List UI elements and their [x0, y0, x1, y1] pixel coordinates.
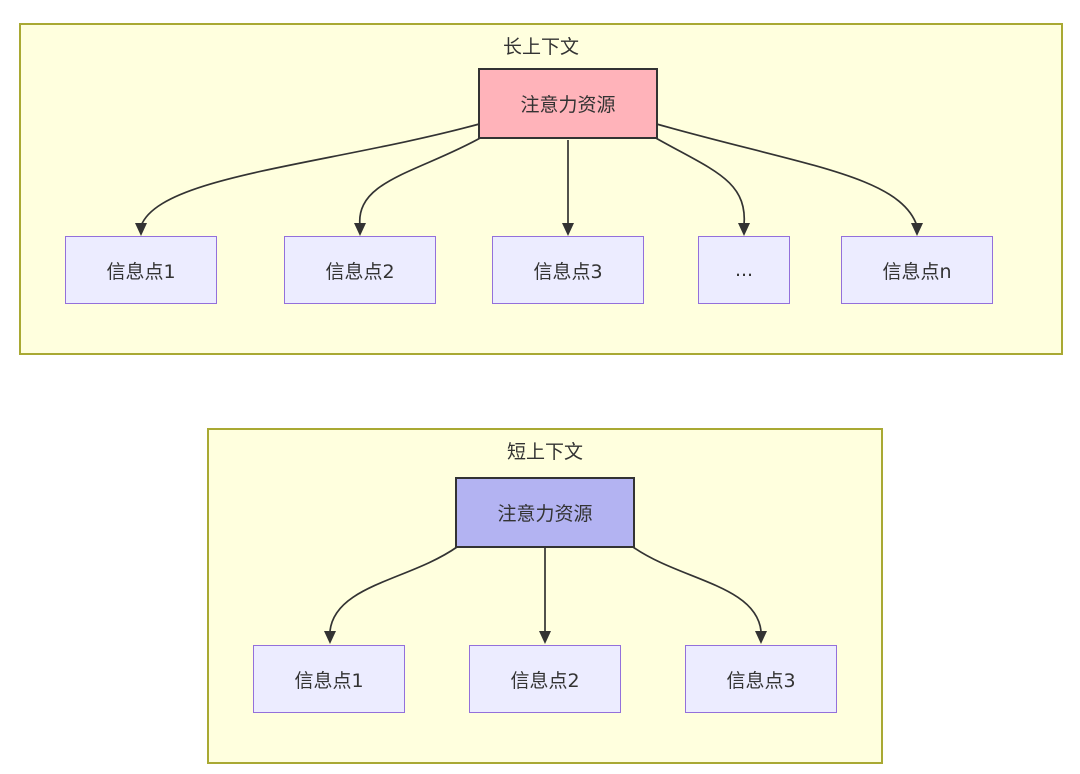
info-node-short-1: 信息点1 [253, 645, 405, 713]
attention-node-short-label: 注意力资源 [497, 503, 593, 525]
short-context-title: 短上下文 [506, 441, 583, 463]
attention-node-short: 注意力资源 [455, 477, 635, 548]
info-node-long-2: 信息点2 [284, 236, 436, 304]
info-node-short-1-label: 信息点1 [294, 669, 364, 692]
info-node-long-5-label: 信息点n [882, 260, 952, 283]
info-node-long-1: 信息点1 [65, 236, 217, 304]
info-node-short-2: 信息点2 [469, 645, 621, 713]
info-node-long-3-label: 信息点3 [533, 260, 603, 283]
info-node-short-3: 信息点3 [685, 645, 837, 713]
info-node-short-2-label: 信息点2 [510, 669, 580, 692]
info-node-short-3-label: 信息点3 [726, 669, 796, 692]
info-node-long-5: 信息点n [841, 236, 993, 304]
info-node-long-1-label: 信息点1 [106, 260, 176, 283]
long-context-title: 长上下文 [502, 36, 579, 58]
info-node-long-4: ... [698, 236, 790, 304]
info-node-long-3: 信息点3 [492, 236, 644, 304]
attention-node-long: 注意力资源 [478, 68, 658, 139]
attention-node-long-label: 注意力资源 [520, 94, 616, 116]
info-node-long-2-label: 信息点2 [325, 260, 395, 283]
info-node-long-4-label: ... [734, 259, 754, 281]
